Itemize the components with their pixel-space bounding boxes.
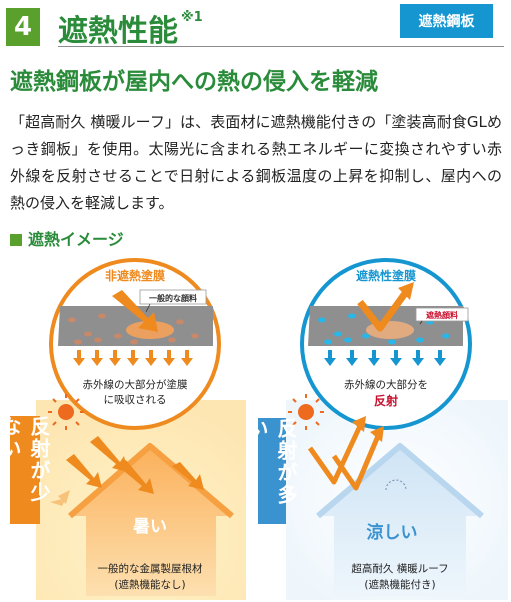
right-cool-arrows-icon [324, 350, 446, 366]
left-sunray-arrows-icon [66, 436, 204, 494]
left-sun-icon [48, 394, 84, 430]
sub-heading-text: 遮熱イメージ [28, 230, 124, 249]
reflect-more-label: 反射が多い [245, 418, 298, 524]
body-paragraph: 「超高耐久 横暖ルーフ」は、表面材に遮熱機能付きの「塗装高耐食GLめっき鋼板」を… [10, 113, 502, 212]
section-number-badge: 4 [6, 8, 40, 46]
title-divider [58, 46, 504, 47]
category-tag: 遮熱鋼板 [400, 4, 493, 38]
right-caption-line2: 反射 [374, 393, 398, 408]
left-house-word: 暑い [133, 517, 167, 537]
section-title: 遮熱性能※1 [58, 6, 203, 50]
right-roof-line1: 超高耐久 横暖ルーフ [351, 562, 448, 575]
left-small-reflect-arrows-icon [50, 490, 70, 506]
right-roof-line2: (遮熱機能付き) [364, 578, 435, 591]
sub-heading: 遮熱イメージ [10, 226, 124, 250]
right-roof [316, 443, 484, 519]
reflect-less-label: 反射が少ない [0, 416, 51, 524]
right-house-word: 涼しい [367, 522, 418, 543]
right-reflect-v-arrows-icon [307, 424, 381, 491]
left-incoming-arrow-icon [112, 290, 158, 332]
right-reflect-arrow-icon [357, 289, 409, 332]
headline: 遮熱鋼板が屋内への熱の侵入を軽減 [10, 69, 378, 95]
right-circle-title: 遮熱性塗膜 [356, 268, 416, 283]
left-roof-line2: (遮熱機能なし) [114, 578, 185, 591]
left-caption-line1: 赤外線の大部分が塗膜 [83, 378, 188, 391]
left-pigment-particles [68, 313, 199, 345]
left-caption-line2: に吸収される [104, 394, 167, 406]
right-reflect-arrowheads-icon [352, 416, 384, 442]
square-bullet-icon [10, 233, 22, 246]
footnote-mark: ※1 [181, 10, 203, 25]
heat-shield-illustration: 非遮熱塗膜 一般的な顔料 赤外線の大部分が塗膜 に吸収される [36, 258, 508, 600]
left-detail-circle: 非遮熱塗膜 一般的な顔料 赤外線の大部分が塗膜 に吸収される [49, 258, 221, 430]
right-caption-line1: 赤外線の大部分を [344, 378, 428, 391]
left-roof [68, 443, 234, 519]
left-circle-title: 非遮熱塗膜 [105, 268, 165, 283]
left-roof-line1: 一般的な金属製屋根材 [98, 562, 203, 575]
section-title-text: 遮熱性能 [58, 14, 178, 49]
right-detail-circle: 遮熱性塗膜 遮熱顔料 赤外線の大部分を 反射 [300, 258, 472, 430]
left-pigment-label: 一般的な顔料 [149, 293, 197, 303]
reflect-arrowhead-icon [398, 282, 414, 300]
left-heat-arrows-icon [73, 350, 193, 366]
right-pigment-label: 遮熱顔料 [426, 310, 458, 320]
right-sun-icon [288, 394, 324, 430]
